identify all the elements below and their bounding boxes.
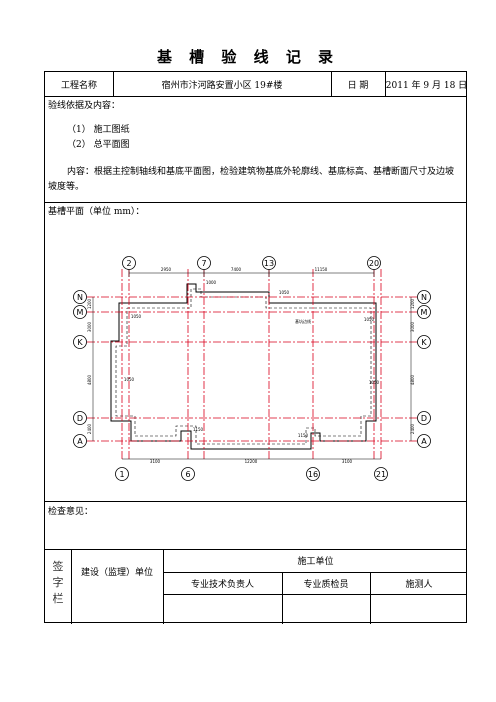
sign-qc-inspector[interactable] — [282, 594, 370, 624]
bottom-dim-3: 3100 — [342, 459, 353, 464]
basis-item-2: （2） 总平面图 — [67, 140, 130, 150]
inner-label-5: 1050 — [124, 377, 135, 382]
owner-unit-label: 建设（监理）单位 — [80, 568, 153, 578]
top-axis-bubbles — [122, 256, 381, 270]
plan-heading: 基槽平面（单位 mm）： — [48, 207, 145, 217]
date-value: 2011 年 9 月 18 日 — [385, 80, 468, 91]
inner-label-7: 1150 — [298, 433, 309, 438]
foundation-outline — [110, 283, 377, 450]
sign-tech-lead[interactable] — [163, 594, 282, 624]
left-dim-3: 4800 — [87, 374, 92, 385]
sign-owner[interactable] — [71, 594, 163, 624]
left-dim-2: 3000 — [87, 321, 92, 332]
sign-surveyor[interactable] — [370, 594, 468, 624]
inner-label-3: 1050 — [279, 290, 290, 295]
role-qc-inspector: 专业质检员 — [303, 579, 349, 590]
axis-left-2: M — [77, 308, 84, 317]
inner-label-8: 基坑边线 — [295, 318, 311, 324]
left-dim-1: 1200 — [87, 298, 92, 309]
axis-left-3: K — [77, 338, 83, 347]
axis-bottom-2: 6 — [185, 470, 190, 479]
axis-left-4: D — [77, 414, 83, 423]
axis-top-1: 2 — [126, 259, 131, 268]
top-dim-3: 11150 — [315, 267, 328, 272]
axis-right-4: D — [421, 414, 427, 423]
top-dim-1: 2950 — [161, 267, 172, 272]
bottom-dim-2: 12200 — [245, 459, 258, 464]
right-dim-1: 1200 — [410, 298, 415, 309]
basis-content: 内容：根据主控制轴线和基底平面图，检验建筑物基底外轮廓线、基底标高、基槽断面尺寸… — [48, 167, 455, 192]
axis-lines — [87, 269, 419, 461]
axis-right-3: K — [421, 338, 427, 347]
axis-bottom-3: 16 — [308, 470, 318, 479]
right-dim-2: 3000 — [410, 321, 415, 332]
bottom-axis-bubbles — [115, 467, 388, 481]
record-table: 工程名称 宿州市汴河路安置小区 19#楼 日 期 2011 年 9 月 18 日… — [44, 71, 468, 624]
inner-label-4: 1050 — [364, 317, 375, 322]
axis-top-3: 13 — [264, 259, 274, 268]
axis-bottom-4: 21 — [376, 470, 386, 479]
left-axis-bubbles — [73, 290, 87, 448]
basis-item-1: （1） 施工图纸 — [67, 125, 130, 135]
opinion-heading: 检查意见： — [48, 507, 94, 517]
page-title: 基 槽 验 线 记 录 — [156, 48, 340, 66]
date-label: 日 期 — [347, 80, 369, 91]
project-label: 工程名称 — [60, 80, 97, 91]
foundation-plan-drawing: 2 7 13 20 1 6 16 21 N M K D A — [73, 256, 431, 481]
axis-right-2: M — [421, 308, 428, 317]
basis-heading: 验线依据及内容： — [48, 101, 121, 111]
signature-side-label: 签 字 栏 — [52, 560, 64, 605]
left-dim-4: 2400 — [87, 423, 92, 434]
inner-label-9: 1050 — [369, 380, 380, 385]
right-axis-bubbles — [417, 290, 431, 448]
axis-bottom-1: 1 — [119, 470, 124, 479]
role-tech-lead: 专业技术负责人 — [190, 579, 254, 590]
top-dim-2: 7400 — [231, 267, 242, 272]
axis-right-1: N — [421, 293, 427, 302]
inner-label-1: 1050 — [131, 314, 142, 319]
axis-left-1: N — [77, 293, 83, 302]
contractor-unit-label: 施工单位 — [297, 557, 334, 567]
inner-label-6: 1150 — [193, 427, 204, 432]
axis-right-5: A — [421, 437, 427, 446]
right-dim-3: 4800 — [410, 374, 415, 385]
bottom-dim-1: 3100 — [150, 459, 161, 464]
project-value: 宿州市汴河路安置小区 19#楼 — [161, 80, 283, 91]
inner-label-2: 1000 — [206, 280, 217, 285]
axis-top-4: 20 — [369, 259, 379, 268]
right-dim-4: 2400 — [410, 423, 415, 434]
axis-top-2: 7 — [201, 259, 206, 268]
role-surveyor: 施测人 — [405, 579, 433, 590]
axis-left-5: A — [77, 437, 83, 446]
